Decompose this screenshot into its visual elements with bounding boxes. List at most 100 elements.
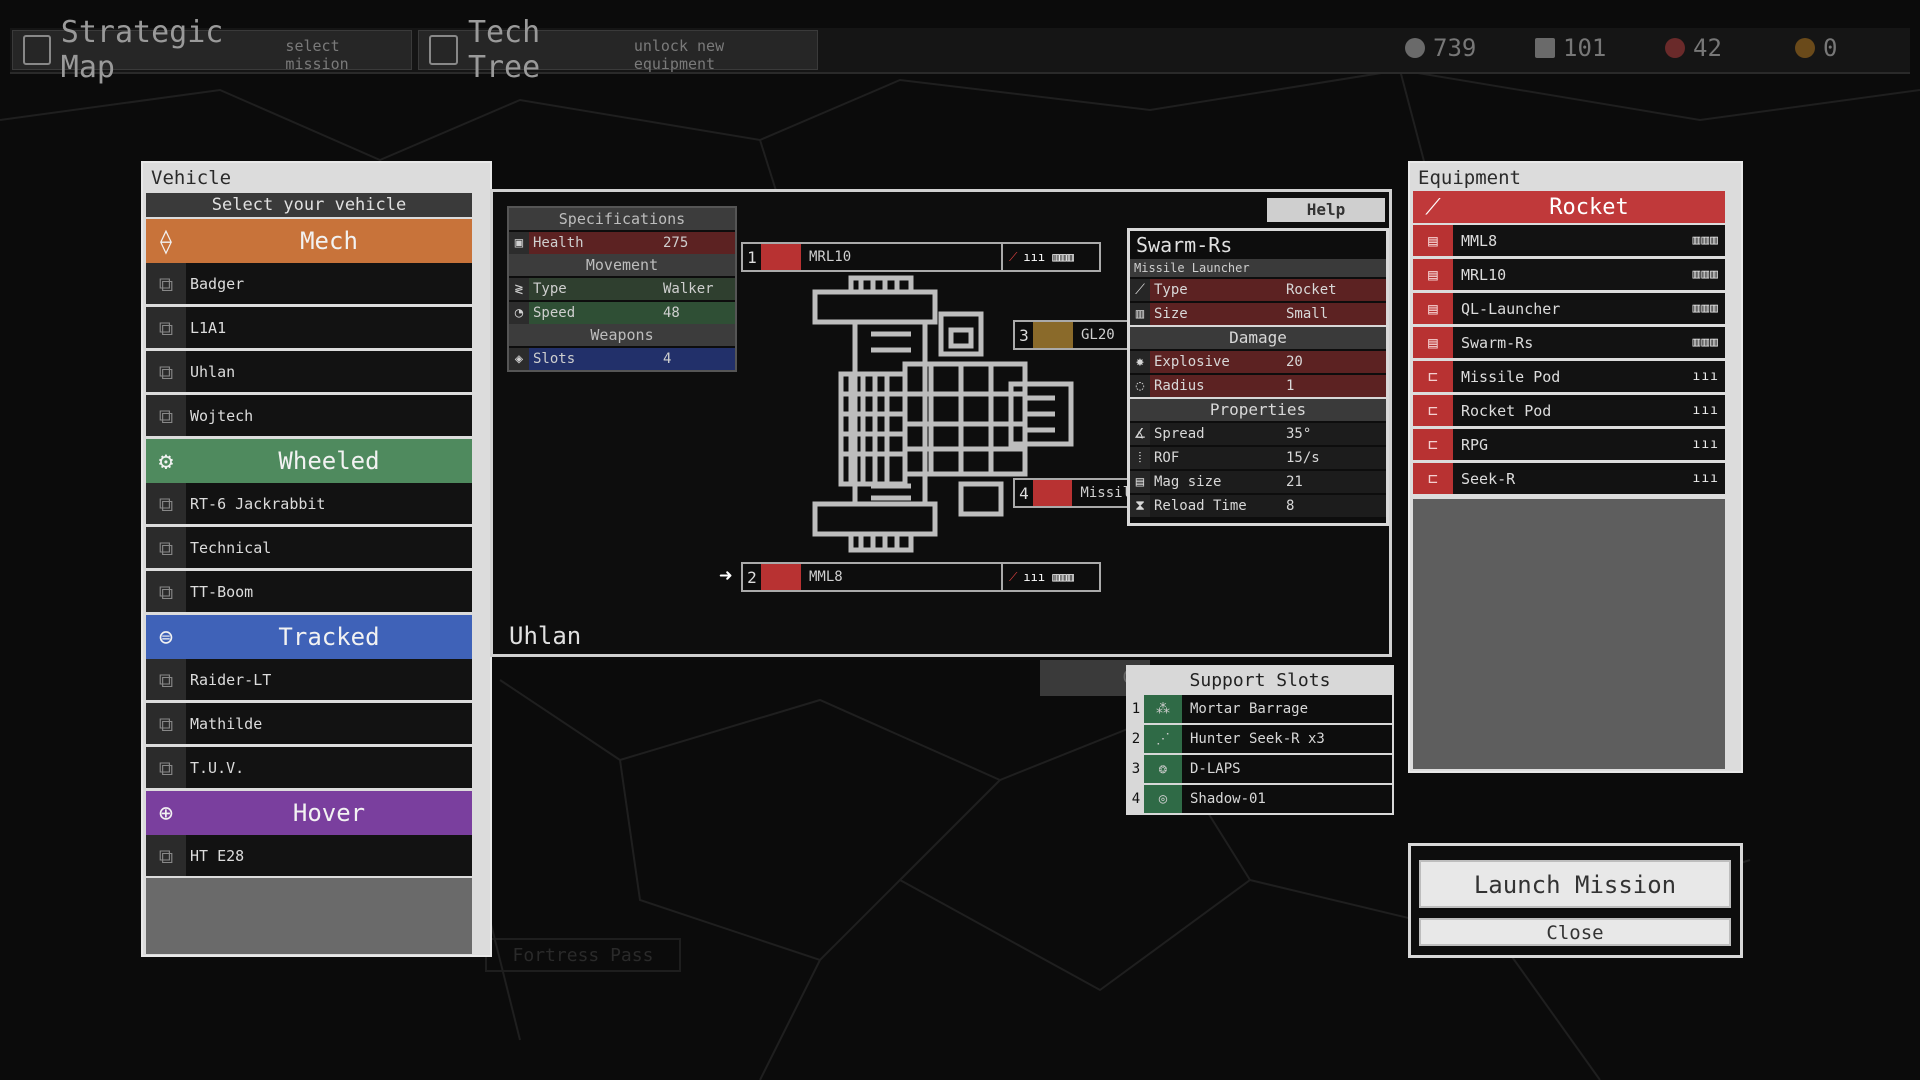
weapon-slot-3[interactable]: 3 GL20 xyxy=(1013,320,1133,350)
vehicle-item[interactable]: ⧉Raider-LT xyxy=(146,659,472,703)
vehicle-icon: ⧉ xyxy=(146,307,186,348)
support-slot-number: 2 xyxy=(1128,725,1144,753)
equipment-item-label: MRL10 xyxy=(1461,265,1507,284)
equipment-item-label: Swarm-Rs xyxy=(1461,333,1534,352)
support-slot-3[interactable]: 3 ❂ D-LAPS xyxy=(1128,755,1392,785)
weapon-slot-2[interactable]: 2 MML8 ⟋ııı ▥▥▥ xyxy=(741,562,1101,592)
stealth-icon: ◎ xyxy=(1144,785,1182,813)
detail-explosive-row: ✸ Explosive 20 xyxy=(1130,349,1386,373)
vehicle-item[interactable]: ⧉Wojtech xyxy=(146,395,472,439)
vehicle-item[interactable]: ⧉T.U.V. xyxy=(146,747,472,791)
detail-value: 20 xyxy=(1286,354,1303,370)
type-label: Type xyxy=(533,281,567,297)
equipment-item[interactable]: ⊏ Seek-R ııı xyxy=(1413,463,1725,497)
missile-launcher-icon xyxy=(761,244,801,270)
vehicle-panel-title: Vehicle xyxy=(151,167,232,189)
strategic-map-title: Strategic Map xyxy=(60,15,224,85)
category-label: Tracked xyxy=(278,623,380,651)
vehicle-icon: ⧉ xyxy=(146,747,186,788)
size-indicator-icon: ııı xyxy=(1692,437,1719,452)
vehicle-item[interactable]: ⧉HT E28 xyxy=(146,835,472,879)
vehicle-item[interactable]: ⧉Uhlan xyxy=(146,351,472,395)
help-button[interactable]: Help xyxy=(1267,198,1385,222)
hover-category-icon: ⊕ xyxy=(158,799,174,827)
vehicle-item-label: Technical xyxy=(190,538,272,557)
launcher-icon: ▤ xyxy=(1413,293,1453,324)
weapon-slot-1[interactable]: 1 MRL10 ⟋ııı ▥▥▥ xyxy=(741,242,1101,272)
mission-controls: Launch Mission Close xyxy=(1408,843,1743,958)
explosion-icon: ✸ xyxy=(1130,351,1150,373)
detail-label: Spread xyxy=(1154,426,1205,442)
support-slot-2[interactable]: 2 ⋰ Hunter Seek-R x3 xyxy=(1128,725,1392,755)
size-indicator-icon: ▥▥▥ xyxy=(1692,335,1719,350)
weapon-details-title: Swarm-Rs xyxy=(1136,233,1233,257)
speed-label: Speed xyxy=(533,305,576,321)
detail-mag-row: ▤ Mag size 21 xyxy=(1130,469,1386,493)
vehicle-item-label: HT E28 xyxy=(190,846,245,865)
tracked-category-icon: ⊜ xyxy=(158,623,174,651)
equipment-item[interactable]: ▤QL-Launcher▥▥▥ xyxy=(1413,293,1725,327)
tech-tree-tab[interactable]: Tech Tree unlock new equipment xyxy=(418,15,818,85)
support-slots-panel: Support Slots 1 ⁂ Mortar Barrage 2 ⋰ Hun… xyxy=(1126,665,1394,815)
equipment-item-label: Missile Pod xyxy=(1461,367,1561,386)
spread-icon: ∡ xyxy=(1130,423,1150,445)
detail-label: Type xyxy=(1154,282,1188,298)
support-slot-4[interactable]: 4 ◎ Shadow-01 xyxy=(1128,785,1392,813)
size-indicator-icon: ııı xyxy=(1692,403,1719,418)
equipment-category-label: Rocket xyxy=(1549,194,1629,220)
vehicle-icon: ⧉ xyxy=(146,395,186,436)
vehicle-icon: ⧉ xyxy=(146,703,186,744)
strategic-map-tab[interactable]: Strategic Map select mission xyxy=(12,15,412,85)
weapon-slot-4[interactable]: 4 Missil xyxy=(1013,478,1133,508)
detail-label: Explosive xyxy=(1154,354,1230,370)
category-label: Mech xyxy=(300,227,358,255)
launcher-icon: ⊏ xyxy=(1413,463,1453,494)
vehicle-item-label: T.U.V. xyxy=(190,758,245,777)
map-location-label[interactable]: Fortress Pass xyxy=(485,938,681,972)
support-slot-number: 4 xyxy=(1128,785,1144,813)
vehicle-item-label: RT-6 Jackrabbit xyxy=(190,494,326,513)
category-wheeled[interactable]: ⚙Wheeled xyxy=(146,439,472,483)
top-bar: Strategic Map select mission Tech Tree u… xyxy=(10,15,1910,85)
detail-label: Reload Time xyxy=(1154,498,1247,514)
size-indicator-icon: ııı xyxy=(1692,471,1719,486)
equipment-category-header[interactable]: ⟋ Rocket xyxy=(1413,191,1725,223)
weapon-slot-name: GL20 xyxy=(1081,327,1115,343)
vehicle-item-label: Wojtech xyxy=(190,406,254,425)
equipment-item-label: Seek-R xyxy=(1461,469,1516,488)
vehicle-item[interactable]: ⧉L1A1 xyxy=(146,307,472,351)
vehicle-item[interactable]: ⧉Badger xyxy=(146,263,472,307)
rocket-category-icon: ⟋ xyxy=(1425,194,1441,220)
close-button[interactable]: Close xyxy=(1419,918,1731,946)
size-indicator-icon: ııı xyxy=(1692,369,1719,384)
equipment-item[interactable]: ▤ Swarm-Rs ▥▥▥ xyxy=(1413,327,1725,361)
vehicle-item-label: Mathilde xyxy=(190,714,263,733)
detail-value: 35° xyxy=(1286,426,1312,442)
vehicle-item[interactable]: ⧉Mathilde xyxy=(146,703,472,747)
vehicle-blueprint xyxy=(812,275,1074,553)
support-slot-name: Shadow-01 xyxy=(1190,791,1266,807)
launcher-icon: ▤ xyxy=(1413,327,1453,358)
equipment-list: ⟋ Rocket ▤MML8▥▥▥▤MRL10▥▥▥▤QL-Launcher▥▥… xyxy=(1413,191,1725,497)
category-tracked[interactable]: ⊜ Tracked xyxy=(146,615,472,659)
equipment-item[interactable]: ▤MRL10▥▥▥ xyxy=(1413,259,1725,293)
equipment-item[interactable]: ▤MML8▥▥▥ xyxy=(1413,225,1725,259)
support-slot-1[interactable]: 1 ⁂ Mortar Barrage xyxy=(1128,695,1392,725)
category-hover[interactable]: ⊕ Hover xyxy=(146,791,472,835)
size-indicator-icon: ▥▥▥ xyxy=(1692,233,1719,248)
vehicle-item[interactable]: ⧉Technical xyxy=(146,527,472,571)
vehicle-item[interactable]: ⧉RT-6 Jackrabbit xyxy=(146,483,472,527)
category-mech[interactable]: ⟠Mech xyxy=(146,219,472,263)
strategic-map-subtitle: select mission xyxy=(285,37,349,73)
equipment-item-label: QL-Launcher xyxy=(1461,299,1561,318)
vehicle-item[interactable]: ⧉TT-Boom xyxy=(146,571,472,615)
wheeled-category-icon: ⚙ xyxy=(158,447,174,475)
equipment-item-label: RPG xyxy=(1461,435,1489,454)
category-label: Hover xyxy=(292,799,366,827)
vehicle-display: Specifications ▣ Health 275 Movement ≷ T… xyxy=(490,189,1392,657)
weapon-slot-name: MRL10 xyxy=(809,249,852,265)
launch-mission-button[interactable]: Launch Mission xyxy=(1419,860,1731,908)
